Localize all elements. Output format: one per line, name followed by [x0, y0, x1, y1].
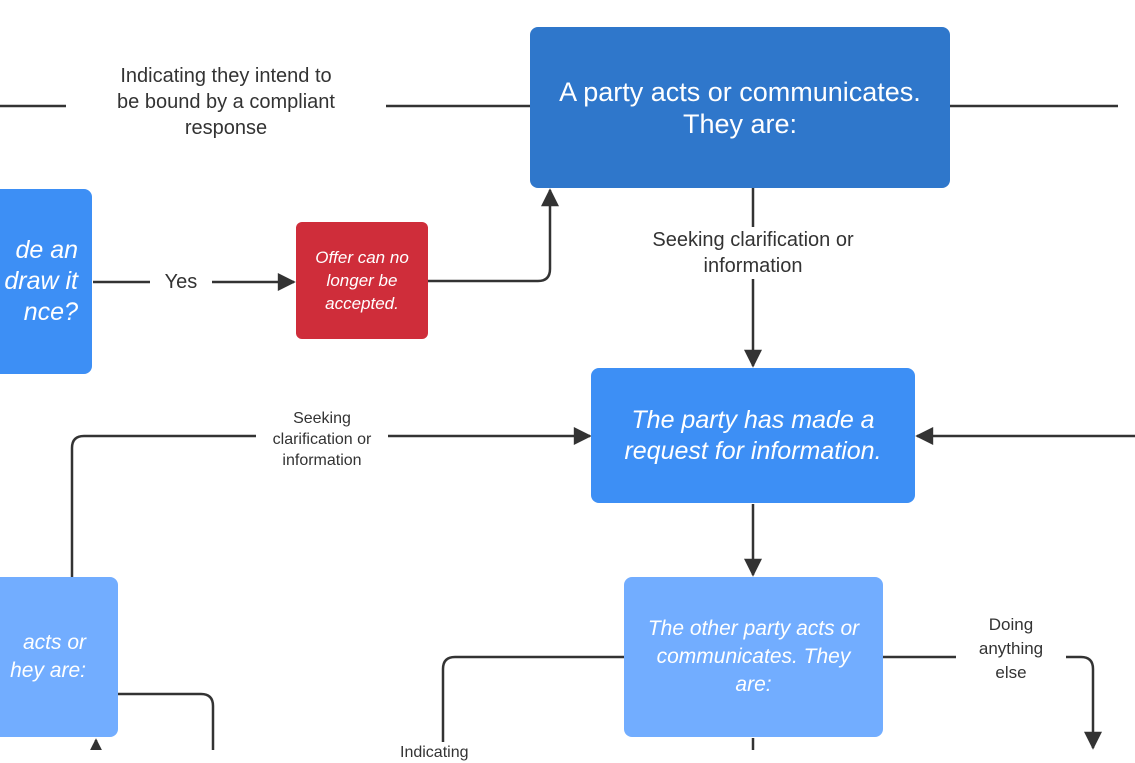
node-offer-cannot-accept-text: Offer can no longer be accepted. [315, 248, 409, 313]
edge-doing-else [882, 655, 1102, 750]
node-request-info-text: The party has made a request for informa… [624, 405, 882, 465]
node-left-top[interactable]: de an draw it nce? [0, 189, 92, 374]
node-other-party-acts[interactable]: The other party acts or communicates. Th… [624, 577, 883, 737]
edge-red-to-top [428, 188, 559, 283]
edge-left-bottom-right [118, 692, 215, 750]
edge-left-seeking [70, 427, 592, 578]
node-left-bottom-text: acts or hey are: [10, 631, 86, 682]
label-indicating-cut: Indicating [400, 742, 490, 763]
node-request-info[interactable]: The party has made a request for informa… [591, 368, 915, 503]
label-seeking-left: Seeking clarification or information [256, 408, 388, 471]
edge-other-left [441, 655, 624, 750]
node-offer-cannot-accept[interactable]: Offer can no longer be accepted. [296, 222, 428, 339]
node-left-top-text: de an draw it nce? [4, 236, 78, 326]
node-party-acts[interactable]: A party acts or communicates. They are: [530, 27, 950, 188]
label-yes: Yes [150, 269, 212, 295]
label-doing-else: Doing anything else [956, 613, 1066, 685]
node-party-acts-text: A party acts or communicates. They are: [559, 76, 921, 139]
label-bound-compliant: Indicating they intend to be bound by a … [66, 63, 386, 141]
node-other-party-acts-text: The other party acts or communicates. Th… [647, 617, 860, 696]
label-seeking-top: Seeking clarification or information [618, 227, 888, 279]
node-left-bottom[interactable]: acts or hey are: [0, 577, 118, 737]
